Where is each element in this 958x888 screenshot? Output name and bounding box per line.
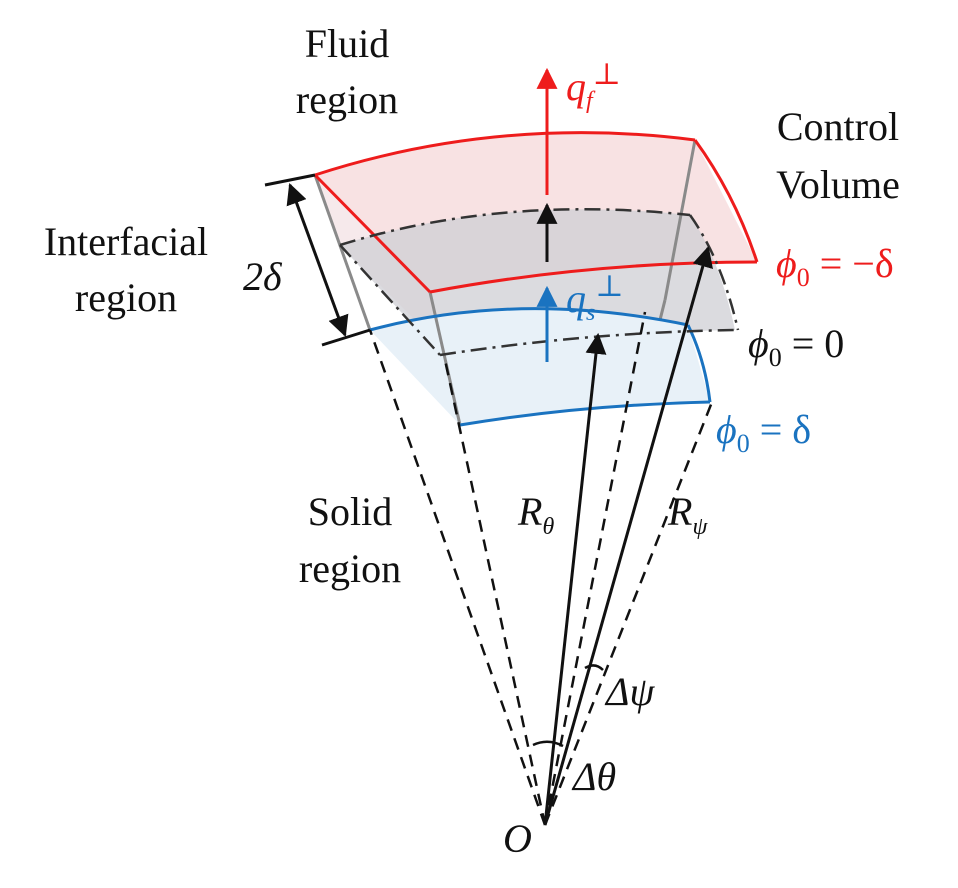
solid-label-line1: Solid	[308, 489, 392, 534]
qf-label: qf⊥	[566, 58, 621, 114]
interfacial-label-line2: region	[75, 275, 177, 320]
interfacial-label-line1: Interfacial	[44, 219, 208, 264]
control-label-line2: Volume	[776, 162, 900, 207]
control-label-line1: Control	[777, 104, 899, 149]
thickness-dimension	[264, 173, 371, 347]
interface-line-dashdot	[339, 208, 740, 357]
thickness-label: 2δ	[243, 254, 283, 299]
fluid-label-line1: Fluid	[305, 21, 389, 66]
solid-label-line2: region	[299, 546, 401, 591]
solid-region-fill	[370, 308, 710, 425]
fluid-boundary-red	[313, 131, 759, 294]
delta-psi-label: Δψ	[604, 669, 655, 714]
delta-theta-label: Δθ	[571, 754, 616, 799]
qs-label: qs⊥	[566, 270, 624, 326]
phi-black-label: ϕ0 = 0	[748, 321, 844, 372]
fluid-label-line2: region	[296, 77, 398, 122]
phi-blue-label: ϕ0 = δ	[716, 407, 811, 458]
r-theta-label: Rθ	[517, 489, 554, 540]
delta-psi-arc	[584, 664, 604, 671]
origin-label: O	[503, 816, 532, 861]
radial-dashed-lines	[368, 311, 714, 826]
r-psi-arrow	[543, 245, 713, 826]
phi-red-label: ϕ0 = −δ	[776, 241, 894, 292]
r-psi-label: Rψ	[667, 489, 708, 540]
delta-theta-arc	[532, 740, 564, 748]
